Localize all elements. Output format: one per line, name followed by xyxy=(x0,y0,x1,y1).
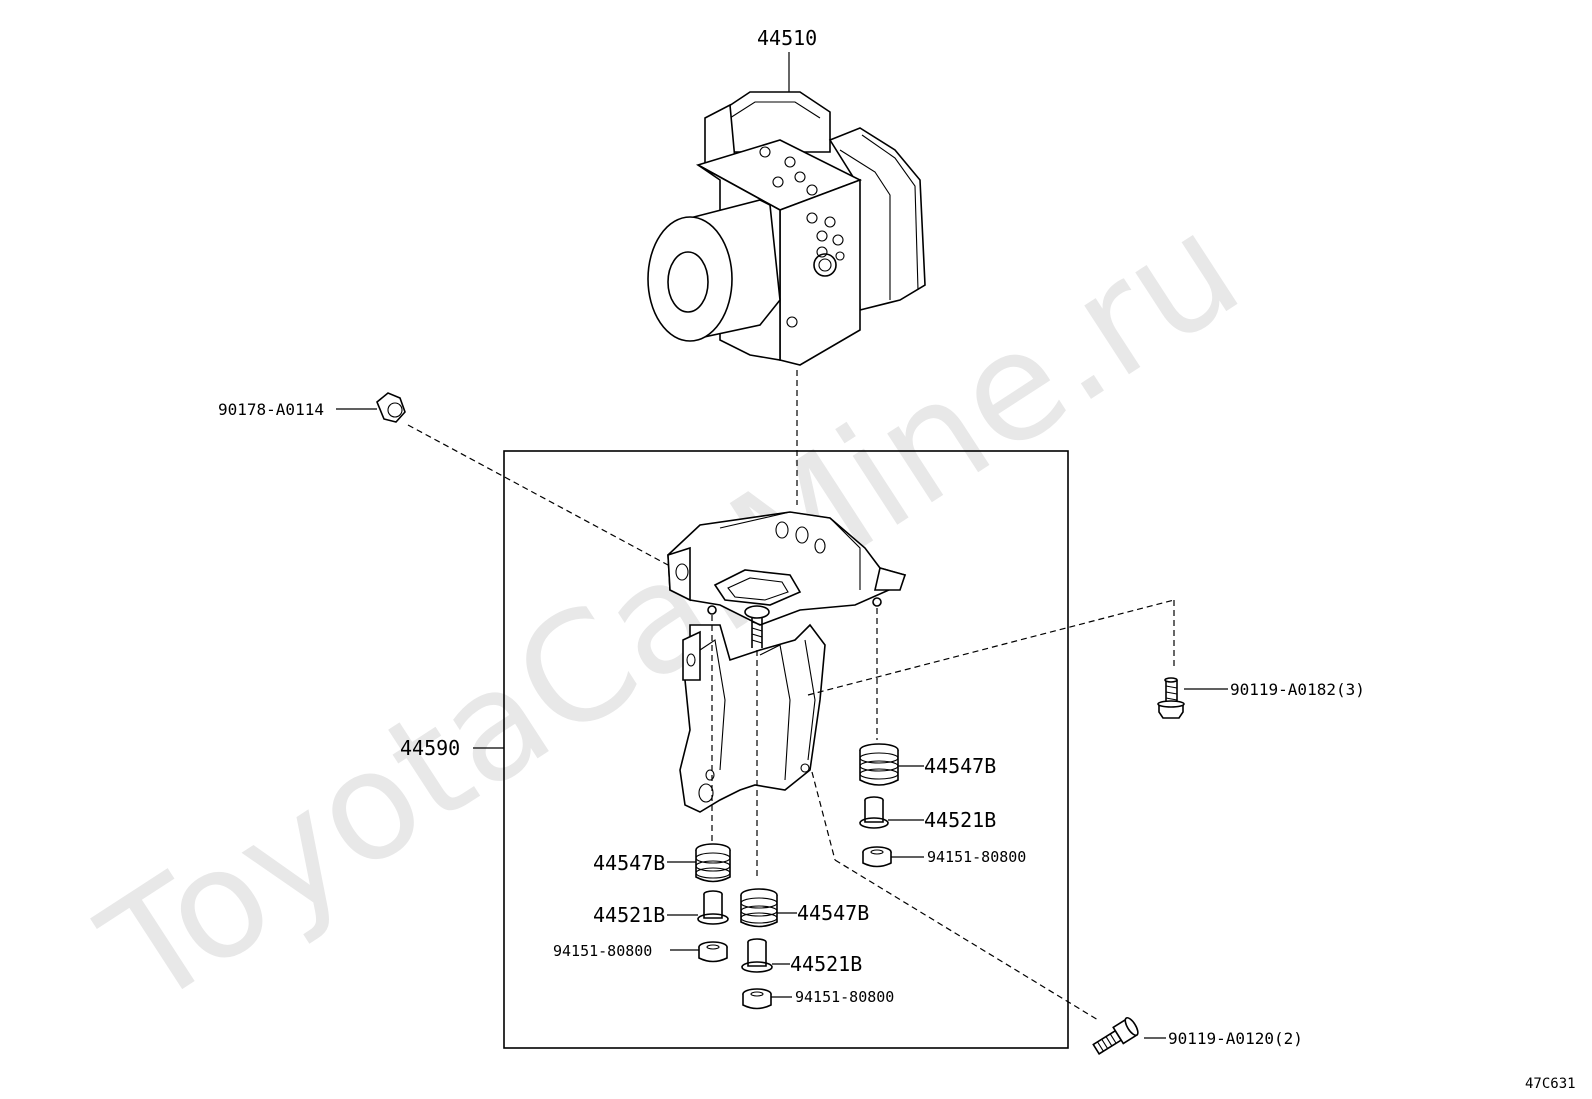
bolt-bottom-drawing xyxy=(1092,1016,1139,1055)
abs-actuator-drawing xyxy=(647,91,926,366)
label-actuator: 44510 xyxy=(757,26,817,50)
collar-right-drawing xyxy=(859,796,889,829)
label-collar-left: 44521B xyxy=(593,903,665,927)
bolt-right-drawing xyxy=(1157,677,1185,719)
assembly-box xyxy=(503,450,1069,1049)
cushion-mid-drawing xyxy=(740,888,778,928)
label-bracket: 44590 xyxy=(400,736,460,760)
dash-bracket-bolt-right xyxy=(807,599,1175,696)
dash-bracket-bolt-bottom-a xyxy=(811,771,836,861)
label-washer-right: 94151-80800 xyxy=(927,848,1026,866)
washer-left-drawing xyxy=(698,941,728,963)
label-nut-top: 90178-A0114 xyxy=(218,400,324,419)
bracket-drawing xyxy=(667,511,907,813)
cushion-right-drawing xyxy=(859,743,899,786)
collar-mid-drawing xyxy=(741,938,773,973)
collar-left-drawing xyxy=(697,890,729,925)
label-collar-mid: 44521B xyxy=(790,952,862,976)
washer-mid-drawing xyxy=(742,988,772,1010)
dash-nut-bracket xyxy=(407,424,669,566)
cushion-left-drawing xyxy=(695,843,731,883)
washer-right-drawing xyxy=(862,846,892,868)
label-cushion-right: 44547B xyxy=(924,754,996,778)
label-bolt-right: 90119-A0182(3) xyxy=(1230,680,1365,699)
label-washer-mid: 94151-80800 xyxy=(795,988,894,1006)
label-collar-right: 44521B xyxy=(924,808,996,832)
label-washer-left: 94151-80800 xyxy=(553,942,652,960)
label-cushion-mid: 44547B xyxy=(797,901,869,925)
nut-top-drawing xyxy=(376,392,406,423)
label-cushion-left: 44547B xyxy=(593,851,665,875)
diagram-code: 47C631 xyxy=(1525,1076,1576,1092)
label-bolt-bottom: 90119-A0120(2) xyxy=(1168,1029,1303,1048)
dash-bracket-bolt-bottom-b xyxy=(834,859,1099,1021)
